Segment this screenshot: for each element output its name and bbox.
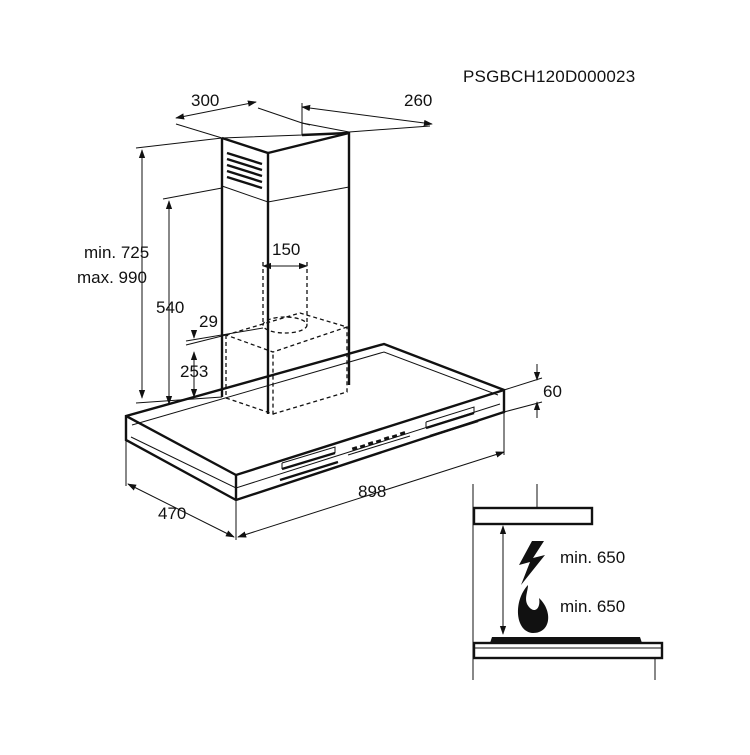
control-panel — [347, 431, 411, 456]
dim-canopy-width: 898 — [358, 482, 386, 501]
dim-canopy-depth: 470 — [158, 504, 186, 523]
installation-inset — [472, 484, 664, 680]
dim-height-max: max. 990 — [77, 268, 147, 287]
product-code: PSGBCH120D000023 — [463, 67, 635, 86]
dim-height-min: min. 725 — [84, 243, 149, 262]
dim-inner-height: 540 — [156, 298, 184, 317]
flame-icon — [517, 585, 549, 633]
dim-outlet-diameter: 150 — [272, 240, 300, 259]
chimney — [220, 122, 351, 414]
electric-min-height: min. 650 — [560, 548, 625, 567]
vent-grille — [226, 151, 263, 190]
dim-chimney-width: 260 — [404, 91, 432, 110]
motor-unit-hidden — [223, 262, 350, 415]
lightning-icon — [519, 541, 545, 585]
dim-motor-offset: 29 — [199, 312, 218, 331]
dim-canopy-thickness: 60 — [543, 382, 562, 401]
dim-chimney-depth: 300 — [191, 91, 219, 110]
gas-min-height: min. 650 — [560, 597, 625, 616]
dimension-lines — [125, 100, 543, 540]
dim-motor-height: 253 — [180, 362, 208, 381]
